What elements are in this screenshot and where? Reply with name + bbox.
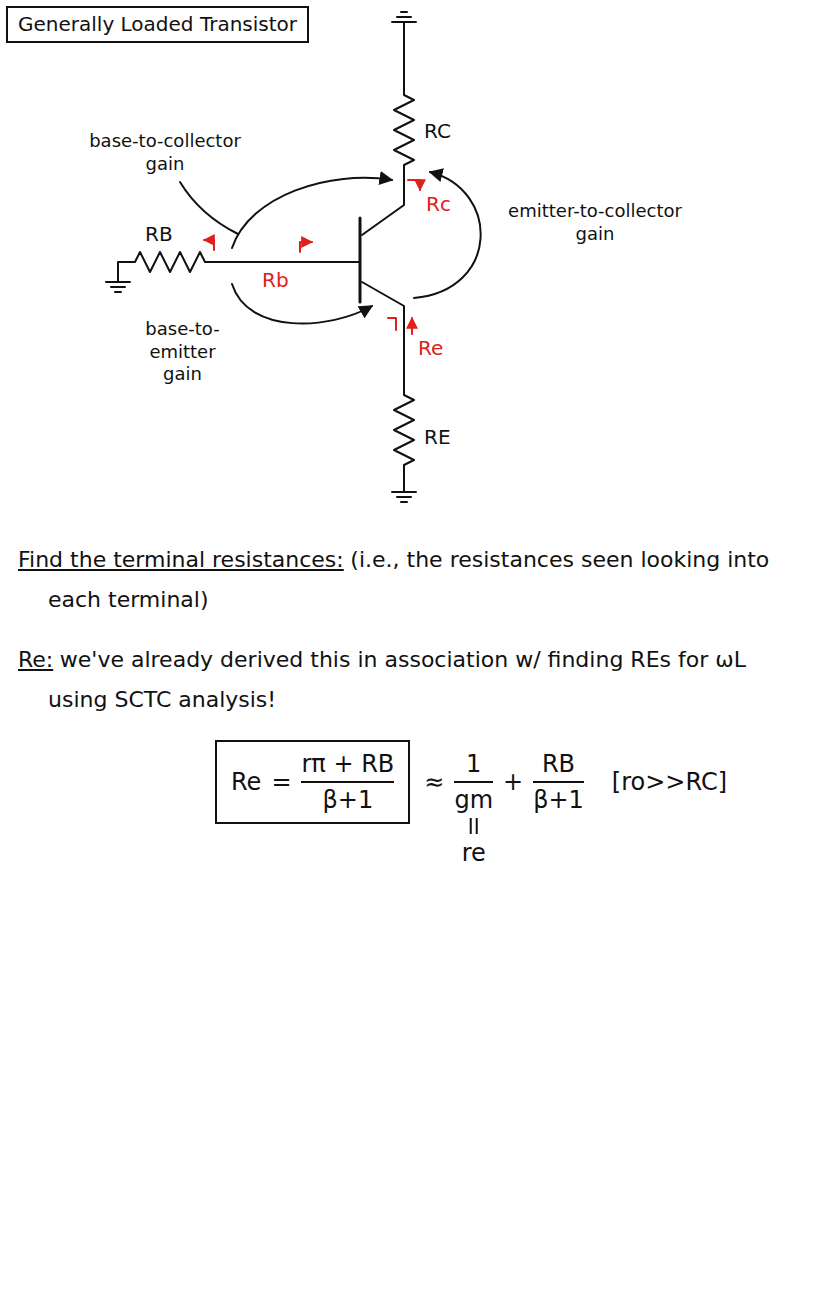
resistor-label: RC (424, 119, 451, 144)
fraction-denominator: β+1 (323, 786, 374, 814)
collector-wire (362, 22, 414, 235)
note-paragraph: Re:we've already derived this in associa… (18, 640, 808, 720)
terminal-resistance-label: Re (418, 336, 443, 361)
base-wire (118, 252, 360, 282)
gain-arrow (232, 178, 392, 248)
terminal-resistance-label: Rb (262, 268, 289, 293)
formula-box: Re = rπ + RB β+1 (215, 740, 410, 824)
terminal-marker (204, 240, 214, 250)
gain-annotation: base-to-collector gain (70, 130, 260, 175)
fraction: rπ + RB β+1 (301, 750, 394, 814)
emitter-wire (362, 282, 414, 492)
transistor-base-bar (359, 218, 362, 302)
gain-annotation: base-to-emitter gain (135, 318, 230, 386)
title-heading: Generally Loaded Transistor (6, 6, 309, 43)
formula-continuation: ≈1 gm + RB β+1 [ro>>RC] (424, 740, 727, 824)
ground-symbol (106, 282, 130, 292)
fraction-bar (454, 781, 493, 783)
assumption-note: [ro>>RC] (612, 768, 727, 796)
fraction-numerator: rπ + RB (301, 750, 394, 778)
leader-line (180, 182, 238, 234)
formula-operator: = (271, 768, 291, 796)
resistor-label: RE (424, 425, 451, 450)
fraction: 1 gm (454, 750, 493, 814)
fraction-bar (301, 781, 394, 783)
equality-mark (476, 818, 478, 834)
fraction-denominator: gm (454, 786, 493, 814)
gain-arrow (232, 284, 372, 323)
ground-symbol (392, 12, 416, 22)
note-heading: Find the terminal resistances: (18, 547, 344, 572)
ground-symbol (392, 492, 416, 502)
fraction-denominator: β+1 (533, 786, 584, 814)
note-heading: Re: (18, 647, 53, 672)
fraction-numerator: RB (542, 750, 575, 778)
resistor-label: RB (145, 222, 173, 247)
gain-annotation: emitter-to-collector gain (495, 200, 695, 245)
formula-operator: ≈ (424, 768, 444, 796)
fraction-bar (533, 781, 584, 783)
note-paragraph: Find the terminal resistances:(i.e., the… (18, 540, 808, 620)
terminal-marker (388, 318, 396, 330)
gain-arrow (414, 172, 481, 298)
formula-operator: + (503, 768, 523, 796)
formula-symbol: Re (231, 768, 261, 796)
terminal-marker (408, 180, 420, 190)
fraction-numerator: 1 (466, 750, 481, 778)
equality-mark (470, 818, 472, 834)
terminal-marker (411, 318, 413, 334)
terminal-resistance-label: Rc (426, 192, 451, 217)
fraction: RB β+1 (533, 750, 584, 814)
formula-symbol: re (462, 838, 486, 868)
note-text: we've already derived this in associatio… (48, 647, 746, 712)
terminal-marker (300, 242, 312, 252)
